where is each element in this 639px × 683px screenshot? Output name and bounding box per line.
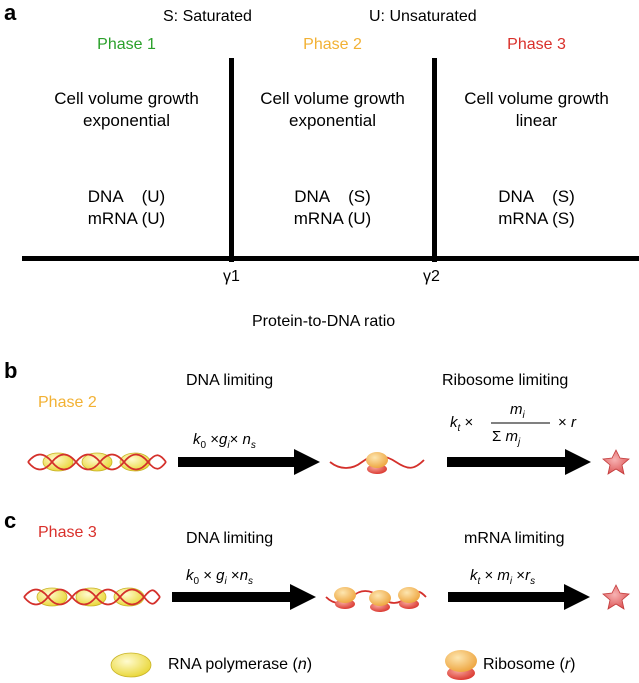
phase2-dna-state: DNA (S)	[294, 187, 371, 206]
divider-gamma2	[432, 58, 437, 262]
panel-c-step2-title: mRNA limiting	[464, 530, 565, 547]
panel-b-phase-label: Phase 2	[38, 394, 97, 411]
phase1-mrna-state: mRNA (U)	[87, 209, 166, 228]
phase1-growth-line2: exponential	[83, 111, 170, 130]
legend-ribosome-label: Ribosome (r)	[483, 656, 576, 673]
panel-b-arrow-translation	[447, 449, 591, 475]
panel-b-protein-star-icon	[602, 449, 630, 475]
panel-c-protein-star-icon	[602, 584, 630, 610]
phase1-title: Phase 1	[97, 36, 156, 53]
panel-c-arrow-translation	[448, 584, 590, 610]
panel-c-phase-label: Phase 3	[38, 524, 97, 541]
phase2-box: Cell volume growth exponential DNA (S) m…	[231, 58, 434, 258]
panel-c-mrna-ribosomes	[325, 587, 427, 612]
axis-baseline	[22, 256, 639, 261]
phase3-growth-line1: Cell volume growth	[464, 89, 609, 108]
xaxis-label: Protein-to-DNA ratio	[252, 313, 396, 330]
divider-gamma1	[229, 58, 234, 262]
svg-text:Σ mj: Σ mj	[492, 428, 521, 448]
phase1-dna-state: DNA (U)	[87, 187, 166, 206]
panel-c-rate1: k0 × gi ×ns	[186, 567, 253, 587]
panel-b-dna-polymerase	[27, 452, 167, 472]
phase1-box: Cell volume growth exponential DNA (U) m…	[22, 58, 231, 258]
svg-text:kt ×: kt ×	[450, 414, 473, 434]
panel-a-letter: a	[4, 0, 17, 25]
phase1-growth-line1: Cell volume growth	[54, 89, 199, 108]
gamma2-label: γ2	[423, 268, 440, 285]
panel-b-mrna-ribosome	[329, 452, 425, 474]
panel-c-letter: c	[4, 508, 17, 533]
phase2-growth-line2: exponential	[289, 111, 376, 130]
legend-unsaturated: U: Unsaturated	[369, 8, 477, 25]
legend-polymerase-label: RNA polymerase (n)	[168, 656, 313, 673]
svg-text:× r: × r	[558, 414, 577, 431]
phase3-title: Phase 3	[507, 36, 566, 53]
panel-c-step1-title: DNA limiting	[186, 530, 274, 547]
phase3-dna-state: DNA (S)	[498, 187, 575, 206]
panel-b-step2-title: Ribosome limiting	[442, 372, 569, 389]
ribosome-legend-icon	[445, 650, 477, 680]
legend-saturated: S: Saturated	[163, 8, 252, 25]
phase2-growth-line1: Cell volume growth	[260, 89, 405, 108]
phase3-mrna-state: mRNA (S)	[498, 209, 575, 228]
panel-c-arrow-transcription	[172, 584, 316, 610]
svg-text:mi: mi	[510, 401, 526, 421]
panel-b-arrow-transcription	[178, 449, 320, 475]
phase3-growth-line2: linear	[515, 111, 558, 130]
phase2-title: Phase 2	[303, 36, 362, 53]
panel-b-letter: b	[4, 358, 18, 383]
panel-c-dna-polymerase	[23, 587, 161, 607]
gamma1-label: γ1	[223, 268, 240, 285]
panel-b-rate2: kt × mi Σ mj × r	[450, 401, 577, 448]
panel-b-step1-title: DNA limiting	[186, 372, 274, 389]
phase3-box: Cell volume growth linear DNA (S) mRNA (…	[434, 58, 639, 258]
panel-c-rate2: kt × mi ×rs	[470, 567, 535, 587]
phase2-mrna-state: mRNA (U)	[293, 209, 372, 228]
rna-polymerase-legend-icon	[110, 652, 152, 678]
panel-b-rate1: k0 ×gi× ns	[193, 431, 256, 451]
